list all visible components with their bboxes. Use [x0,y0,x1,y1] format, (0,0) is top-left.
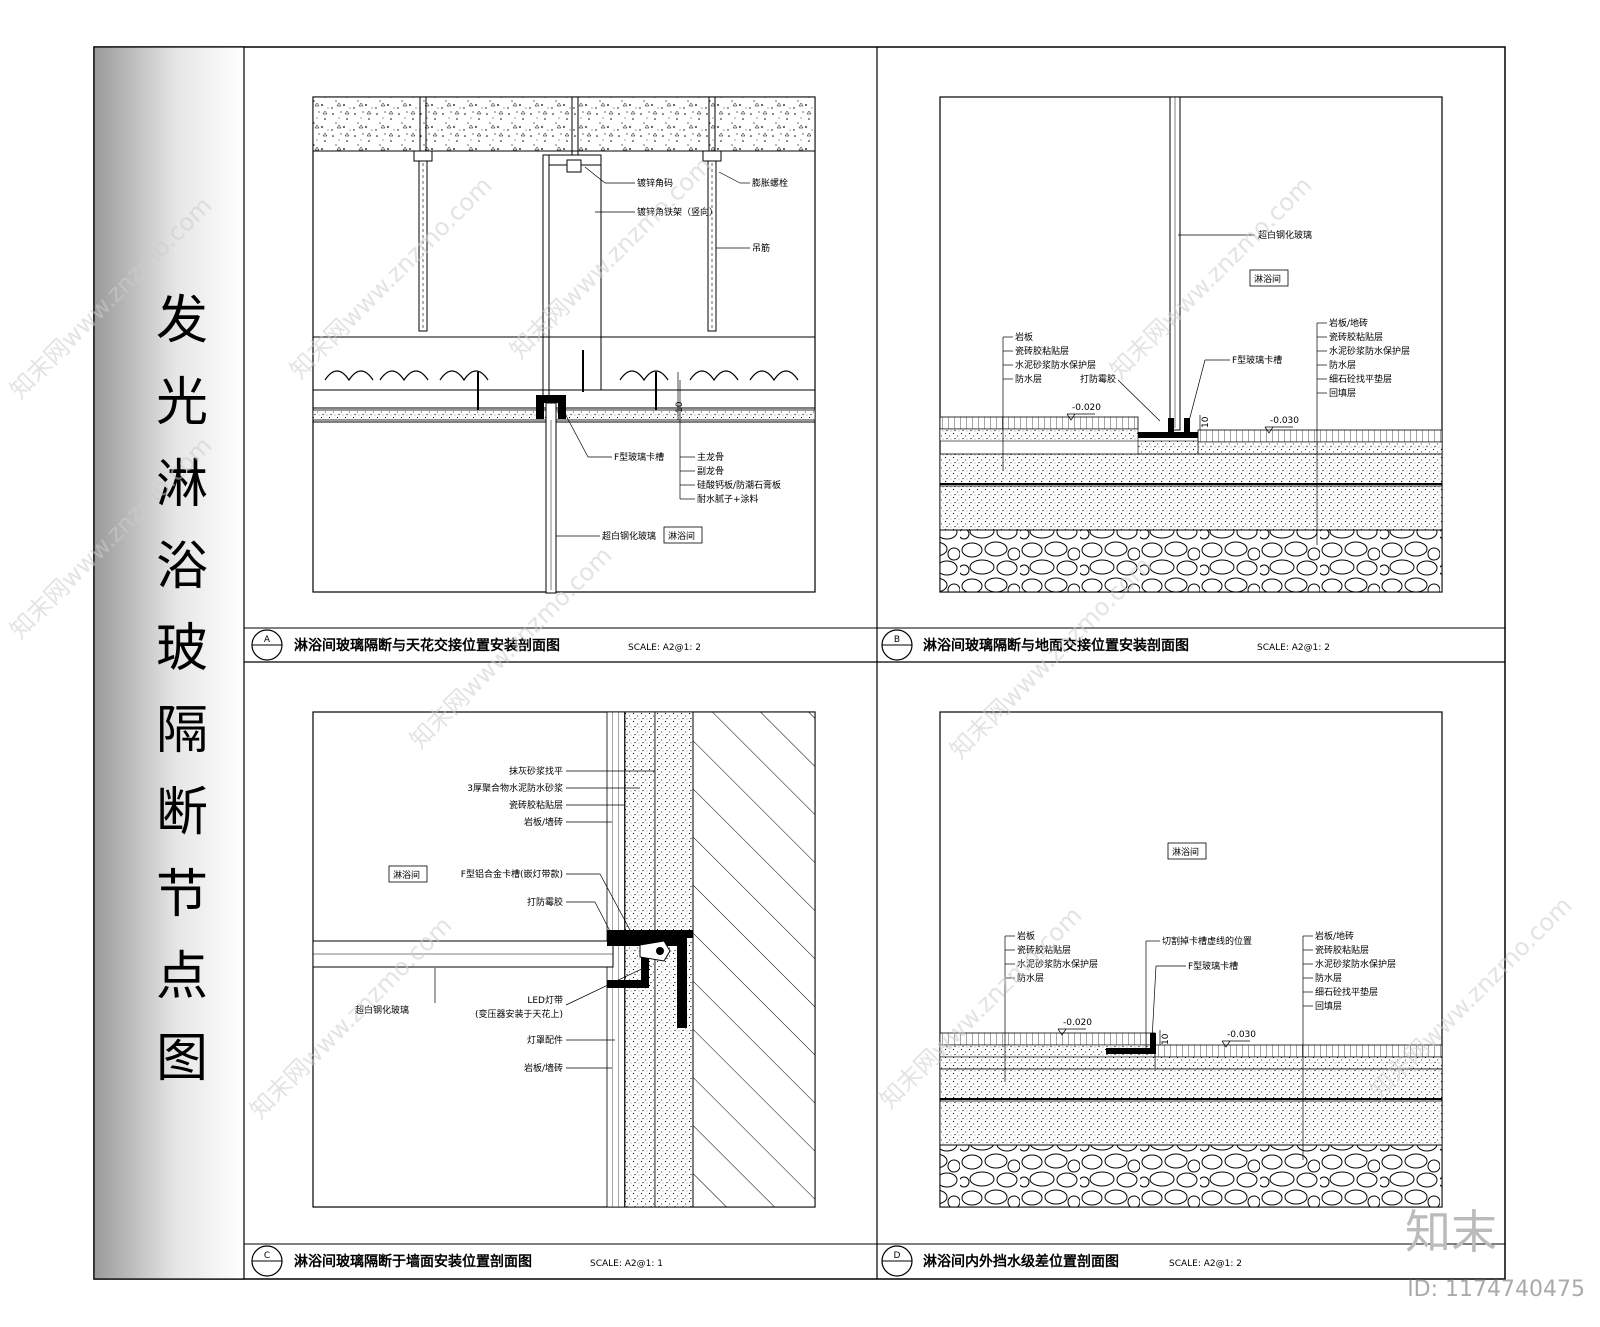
panel-d: -0.020 -0.030 10 淋浴间 岩板 瓷砖胶粘贴层 水泥砂浆防水保护层… [939,711,1443,1208]
elev-d-left: -0.020 [1063,1018,1092,1028]
concrete-slab [312,96,816,152]
label-galvanized-bracket: 镀锌角码 [637,177,673,189]
svg-text:超白钢化玻璃: 超白钢化玻璃 [355,1004,409,1016]
svg-text:防水层: 防水层 [1015,373,1042,385]
side-title-band [93,46,245,1280]
title-d-text: 淋浴间内外挡水级差位置剖面图 [923,1253,1119,1270]
svg-text:防水层: 防水层 [1329,359,1356,371]
svg-text:岩板/地砖: 岩板/地砖 [1329,317,1368,329]
svg-text:岩板: 岩板 [1017,930,1035,942]
svg-text:C: C [264,1251,270,1261]
backfill-stones-b [939,529,1443,593]
label-sub-keel: 副龙骨 [697,465,724,477]
structural-wall-c [692,711,816,1208]
svg-text:(变压器安装于天花上): (变压器安装于天花上) [475,1008,563,1020]
label-expansion-bolt: 膨胀螺栓 [752,177,788,189]
f-channel-b [1138,418,1198,438]
title-a: A 淋浴间玻璃隔断与天花交接位置安装剖面图 SCALE: A2@1: 2 [251,629,701,661]
svg-text:岩板/墙砖: 岩板/墙砖 [524,816,563,828]
svg-text:岩板: 岩板 [1015,331,1033,343]
f-glass-channel [536,395,566,419]
svg-text:A: A [264,635,271,645]
svg-text:水泥砂浆防水保护层: 水泥砂浆防水保护层 [1315,958,1396,970]
svg-text:瓷砖胶粘贴层: 瓷砖胶粘贴层 [1329,331,1383,343]
svg-text:防水层: 防水层 [1017,972,1044,984]
scale-a: SCALE: A2@1: 2 [628,643,701,653]
title-c: C 淋浴间玻璃隔断于墙面安装位置剖面图 SCALE: A2@1: 1 [251,1245,663,1277]
svg-text:抹灰砂浆找平: 抹灰砂浆找平 [509,765,563,777]
elev-d-right: -0.030 [1227,1030,1256,1040]
title-c-text: 淋浴间玻璃隔断于墙面安装位置剖面图 [294,1253,532,1270]
label-d-shower: 淋浴间 [1172,846,1199,858]
svg-text:岩板/地砖: 岩板/地砖 [1315,930,1354,942]
label-putty: 耐水腻子+涂料 [697,493,759,505]
elev-b-right: -0.030 [1270,416,1299,426]
label-glass: 超白钢化玻璃 [602,530,656,542]
svg-text:3厚聚合物水泥防水砂浆: 3厚聚合物水泥防水砂浆 [467,782,563,794]
svg-text:10: 10 [1201,416,1211,428]
scale-c: SCALE: A2@1: 1 [590,1259,663,1269]
svg-text:打防霉胶: 打防霉胶 [527,896,563,908]
svg-text:瓷砖胶粘贴层: 瓷砖胶粘贴层 [509,799,563,811]
label-b-shower: 淋浴间 [1254,273,1281,285]
svg-text:10: 10 [1161,1033,1171,1045]
f-channel-d [1106,1033,1156,1054]
svg-text:D: D [894,1251,901,1261]
title-a-text: 淋浴间玻璃隔断与天花交接位置安装剖面图 [294,637,560,654]
scale-d: SCALE: A2@1: 2 [1169,1259,1242,1269]
brand-logo: 知末 [1405,1205,1497,1259]
title-b-text: 淋浴间玻璃隔断与地面交接位置安装剖面图 [923,637,1189,654]
svg-text:瓷砖胶粘贴层: 瓷砖胶粘贴层 [1017,944,1071,956]
panel-a: 10 镀锌角码 镀锌角铁架（竖向） 膨胀螺栓 吊筋 F型玻璃卡槽 主龙骨 副龙骨… [312,96,816,594]
label-main-keel: 主龙骨 [697,451,724,463]
f-alu-channel-c [607,930,693,1028]
label-c-shower: 淋浴间 [393,869,420,881]
svg-text:F型铝合金卡槽(嵌灯带款): F型铝合金卡槽(嵌灯带款) [461,868,563,880]
backfill-stones-d [939,1144,1443,1208]
elev-b-left: -0.020 [1072,403,1101,413]
label-d-f-channel: F型玻璃卡槽 [1188,960,1238,972]
svg-text:防水层: 防水层 [1315,972,1342,984]
label-b-f-channel: F型玻璃卡槽 [1232,354,1282,366]
label-hanger-rod: 吊筋 [752,242,770,254]
label-board: 硅酸钙板/防潮石膏板 [697,479,781,491]
side-title: 发光淋浴玻隔断节点图 [156,291,208,1089]
label-b-sealant: 打防霉胶 [1080,373,1116,385]
panel-b: -0.020 -0.030 10 超白钢化玻璃 淋浴间 岩板 瓷砖胶粘贴 [939,96,1443,593]
svg-text:灯罩配件: 灯罩配件 [527,1034,563,1046]
svg-text:岩板/墙砖: 岩板/墙砖 [524,1062,563,1074]
svg-text:水泥砂浆防水保护层: 水泥砂浆防水保护层 [1329,345,1410,357]
svg-text:LED灯带: LED灯带 [527,995,563,1006]
label-d-cut-line: 切割掉卡槽虚线的位置 [1162,935,1252,947]
svg-text:细石砼找平垫层: 细石砼找平垫层 [1329,373,1392,385]
panel-c: 抹灰砂浆找平 3厚聚合物水泥防水砂浆 瓷砖胶粘贴层 岩板/墙砖 淋浴间 F型铝合… [312,711,816,1208]
label-f-channel: F型玻璃卡槽 [614,451,664,463]
svg-text:回填层: 回填层 [1329,387,1356,399]
image-id: ID: 1174740475 [1407,1277,1585,1302]
svg-text:水泥砂浆防水保护层: 水泥砂浆防水保护层 [1017,958,1098,970]
title-b: B 淋浴间玻璃隔断与地面交接位置安装剖面图 SCALE: A2@1: 2 [881,629,1330,661]
label-angle-frame: 镀锌角铁架（竖向） [637,206,718,218]
svg-text:细石砼找平垫层: 细石砼找平垫层 [1315,986,1378,998]
label-shower-room: 淋浴间 [668,530,695,542]
svg-text:瓷砖胶粘贴层: 瓷砖胶粘贴层 [1015,345,1069,357]
svg-text:水泥砂浆防水保护层: 水泥砂浆防水保护层 [1015,359,1096,371]
svg-text:回填层: 回填层 [1315,1000,1342,1012]
svg-text:B: B [894,635,900,645]
svg-text:瓷砖胶粘贴层: 瓷砖胶粘贴层 [1315,944,1369,956]
title-d: D 淋浴间内外挡水级差位置剖面图 SCALE: A2@1: 2 [881,1245,1242,1277]
scale-b: SCALE: A2@1: 2 [1257,643,1330,653]
label-b-glass: 超白钢化玻璃 [1258,229,1312,241]
